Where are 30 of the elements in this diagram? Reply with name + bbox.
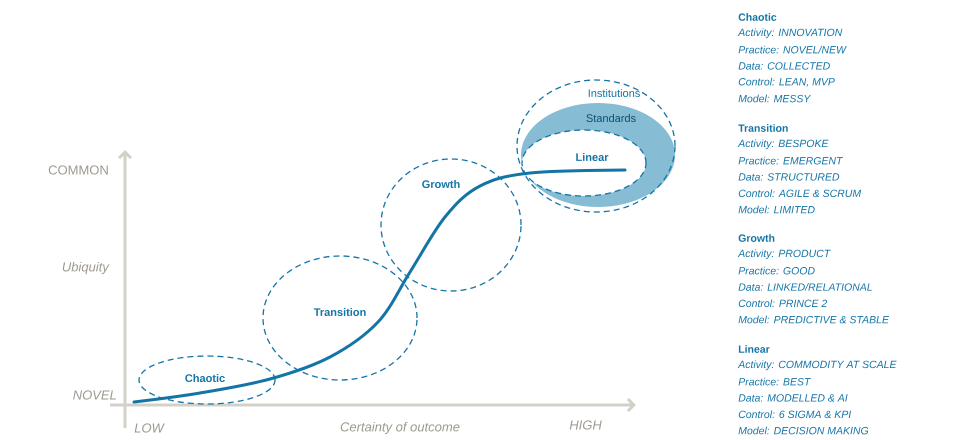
panel-line: Model: DECISION MAKING: [738, 426, 868, 434]
panel-heading: Chaotic: [738, 13, 776, 21]
axis-label: LOW: [134, 423, 165, 433]
panel-line: Control: LEAN, MVP: [738, 78, 835, 87]
panel-line: Model: MESSY: [738, 94, 811, 102]
panel-line: Data: MODELLED & AI: [738, 394, 848, 402]
panel-line: Activity: INNOVATION: [738, 28, 842, 38]
panel-line: Model: PREDICTIVE & STABLE: [738, 316, 890, 324]
panel-line: Control: PRINCE 2: [738, 299, 828, 308]
panel-line: Practice: NOVEL/NEW: [738, 46, 847, 54]
panel-line: Practice: BEST: [738, 378, 811, 386]
panel-line: Data: LINKED/RELATIONAL: [738, 283, 872, 291]
panel-line: Activity: PRODUCT: [738, 249, 831, 260]
panel-heading: Linear: [738, 345, 770, 353]
axis-label: NOVEL: [73, 390, 116, 400]
axis-label: Ubiquity: [62, 262, 110, 274]
panel-line: Practice: EMERGENT: [738, 156, 844, 164]
panel-heading: Growth: [738, 234, 774, 242]
panel-line: Control: 6 SIGMA & KPI: [738, 410, 852, 418]
axis-label: COMMON: [48, 165, 108, 175]
panel-line: Data: STRUCTURED: [738, 173, 840, 181]
panel-line: Activity: COMMODITY AT SCALE: [738, 360, 897, 370]
panel-heading: Transition: [738, 124, 788, 132]
axis-label: HIGH: [570, 420, 602, 430]
panel-line: Model: LIMITED: [738, 206, 815, 214]
panel-line: Practice: GOOD: [738, 266, 815, 274]
axis-label: Certainty of outcome: [340, 422, 460, 434]
panel-line: Control: AGILE & SCRUM: [738, 189, 862, 198]
panel-line: Activity: BESPOKE: [738, 139, 829, 150]
panel-line: Data: COLLECTED: [738, 62, 830, 70]
